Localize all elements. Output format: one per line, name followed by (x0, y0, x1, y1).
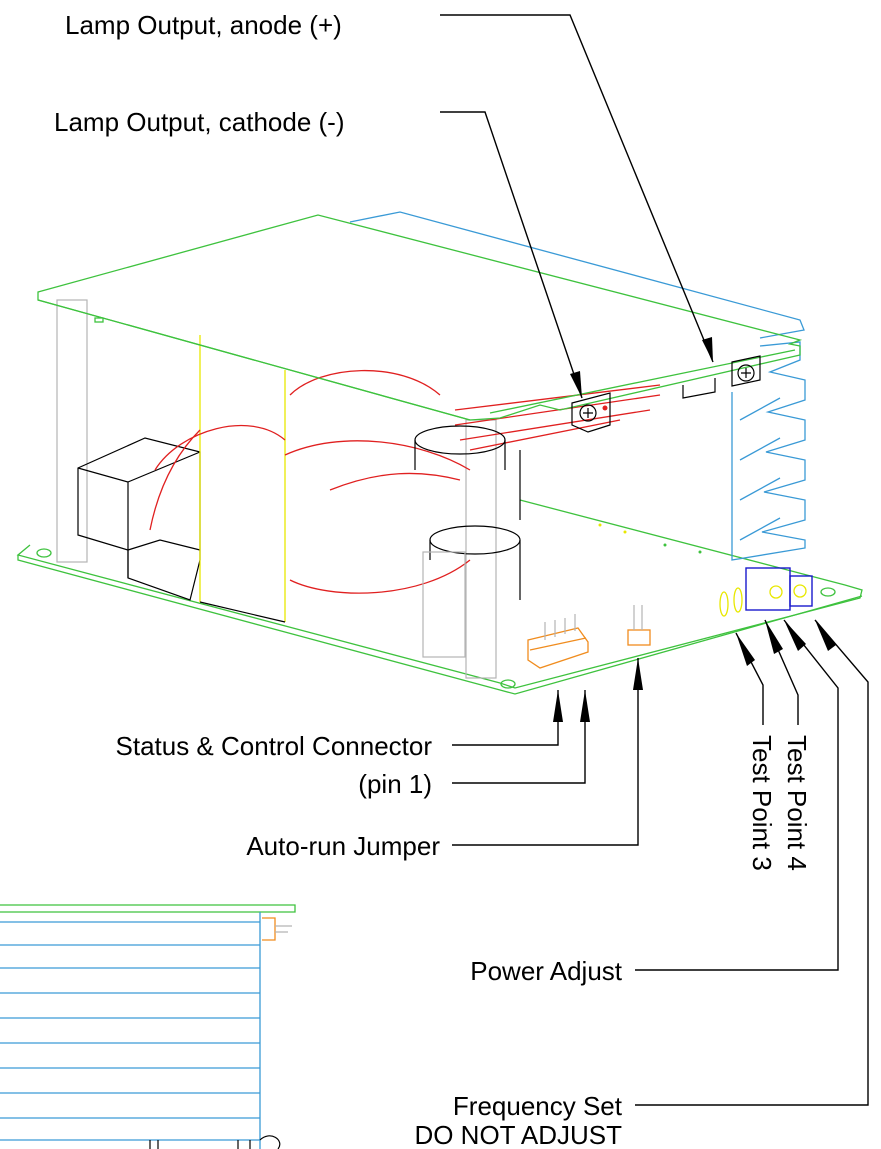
bottom-pcb (16, 499, 863, 695)
capacitors (414, 425, 521, 658)
status-connector-part (527, 614, 589, 669)
leader-lines (440, 14, 869, 1106)
label-autorun-jumper: Auto-run Jumper (246, 831, 440, 861)
label-power-adjust: Power Adjust (470, 956, 623, 986)
label-test-point-4: Test Point 4 (782, 735, 812, 871)
lamp-terminal-anode (682, 355, 761, 399)
label-lamp-cathode: Lamp Output, cathode (-) (54, 107, 344, 137)
callout-labels: Lamp Output, anode (+) Lamp Output, cath… (54, 10, 812, 1149)
lamp-terminal-cathode (571, 392, 611, 433)
standoff-posts (56, 299, 497, 679)
label-pin1: (pin 1) (358, 769, 432, 799)
label-status-connector: Status & Control Connector (116, 731, 433, 761)
label-lamp-anode: Lamp Output, anode (+) (65, 10, 342, 40)
side-view (0, 904, 296, 1149)
yellow-bracket (199, 335, 286, 623)
potentiometers (745, 567, 813, 611)
label-do-not-adjust: DO NOT ADJUST (414, 1120, 622, 1149)
label-frequency-set: Frequency Set (453, 1091, 623, 1121)
autorun-jumper-part (627, 605, 651, 646)
test-points (719, 587, 743, 617)
transformer (77, 437, 201, 601)
toroid-windings (149, 369, 661, 594)
label-test-point-3: Test Point 3 (747, 735, 777, 871)
heatsink (349, 211, 806, 561)
top-pcb (37, 214, 803, 421)
